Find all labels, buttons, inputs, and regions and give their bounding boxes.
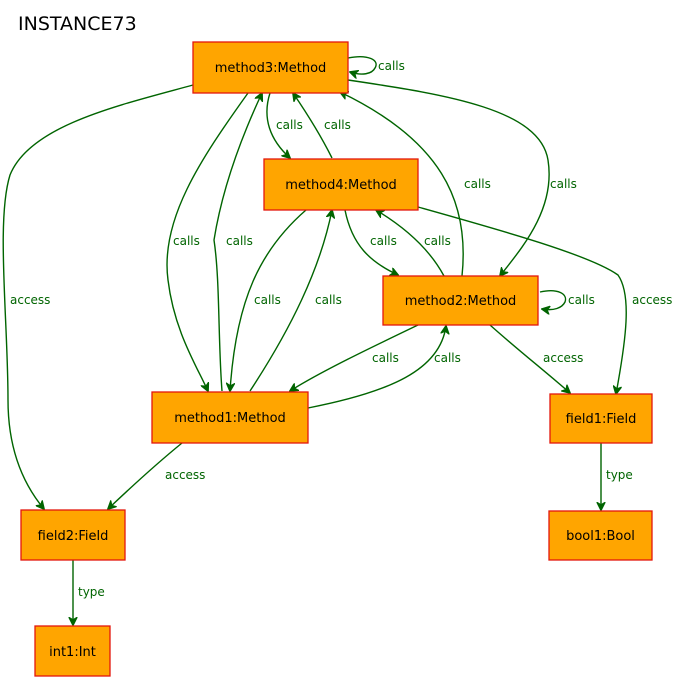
node-method3-label: method3:Method — [215, 61, 327, 76]
edge-method3-to-method2 — [347, 79, 550, 276]
diagram-title: INSTANCE73 — [18, 13, 137, 35]
edge-method1-to-method4 — [249, 210, 332, 392]
node-bool1-label: bool1:Bool — [566, 529, 635, 544]
edge-method2-to-method3 — [340, 92, 464, 277]
edge-label-method1-to-field2: access — [165, 468, 205, 482]
node-method1-box — [151, 391, 309, 444]
edge-method1-to-field2 — [108, 442, 183, 509]
node-method1-label: method1:Method — [174, 411, 286, 426]
edge-label-method4-to-method1: calls — [254, 293, 281, 307]
nodes: method3:Method method4:Method method2:Me… — [20, 41, 653, 677]
node-method3[interactable]: method3:Method — [192, 41, 349, 94]
edge-label-method2-to-method3: calls — [464, 177, 491, 191]
edge-method3-to-method1 — [166, 92, 249, 391]
node-field1-label: field1:Field — [566, 412, 637, 427]
edge-method4-to-method1 — [230, 209, 307, 391]
edge-label-method3-self: calls — [378, 59, 405, 73]
edge-method1-to-method3 — [213, 93, 262, 392]
edge-method3-to-method4 — [266, 92, 290, 158]
node-method2-label: method2:Method — [405, 294, 517, 309]
edge-label-method3-to-method4: calls — [276, 118, 303, 132]
edge-method4-to-method3 — [293, 93, 333, 159]
edges: calls calls calls calls calls calls call… — [2, 56, 672, 625]
node-field2-label: field2:Field — [38, 529, 109, 544]
node-method4-box — [263, 158, 419, 211]
node-bool1[interactable]: bool1:Bool — [548, 510, 653, 561]
edge-label-field2-to-int1: type — [78, 585, 105, 599]
node-int1[interactable]: int1:Int — [34, 625, 111, 677]
edge-method1-to-method2 — [307, 326, 446, 409]
node-method3-box — [192, 41, 349, 94]
edge-method2-to-method1 — [290, 324, 419, 391]
edge-label-field1-to-bool1: type — [606, 468, 633, 482]
edge-label-method2-to-method1: calls — [372, 351, 399, 365]
node-method2-box — [382, 275, 539, 326]
edge-method2-to-method4 — [376, 210, 445, 277]
node-field2[interactable]: field2:Field — [20, 509, 126, 561]
edge-method3-self — [347, 56, 377, 74]
node-field2-box — [20, 509, 126, 561]
node-field1-box — [549, 393, 653, 444]
edge-method2-to-field1 — [489, 324, 570, 393]
edge-label-method3-to-field2: access — [10, 293, 50, 307]
edge-label-method4-to-method2: calls — [370, 234, 397, 248]
edge-label-method1-to-method2: calls — [434, 351, 461, 365]
edge-method4-to-method2 — [344, 209, 398, 275]
edge-label-method4-to-field1: access — [632, 293, 672, 307]
edge-label-method1-to-method4: calls — [315, 293, 342, 307]
edge-label-method2-self: calls — [568, 293, 595, 307]
node-method4[interactable]: method4:Method — [263, 158, 419, 211]
edge-label-method3-to-method2: calls — [550, 177, 577, 191]
edge-label-method1-to-method3: calls — [226, 234, 253, 248]
node-method2[interactable]: method2:Method — [382, 275, 539, 326]
node-bool1-box — [548, 510, 653, 561]
edge-method2-self — [539, 290, 567, 310]
edge-label-method3-to-method1: calls — [173, 234, 200, 248]
node-int1-label: int1:Int — [49, 645, 96, 660]
edge-label-method4-to-method3: calls — [324, 118, 351, 132]
node-field1[interactable]: field1:Field — [549, 393, 653, 444]
node-method1[interactable]: method1:Method — [151, 391, 309, 444]
node-int1-box — [34, 625, 111, 677]
edge-label-method2-to-field1: access — [543, 351, 583, 365]
edge-method4-to-field1 — [417, 206, 627, 394]
node-method4-label: method4:Method — [285, 178, 397, 193]
edge-method3-to-field2 — [2, 84, 194, 509]
edge-label-method2-to-method4: calls — [424, 234, 451, 248]
